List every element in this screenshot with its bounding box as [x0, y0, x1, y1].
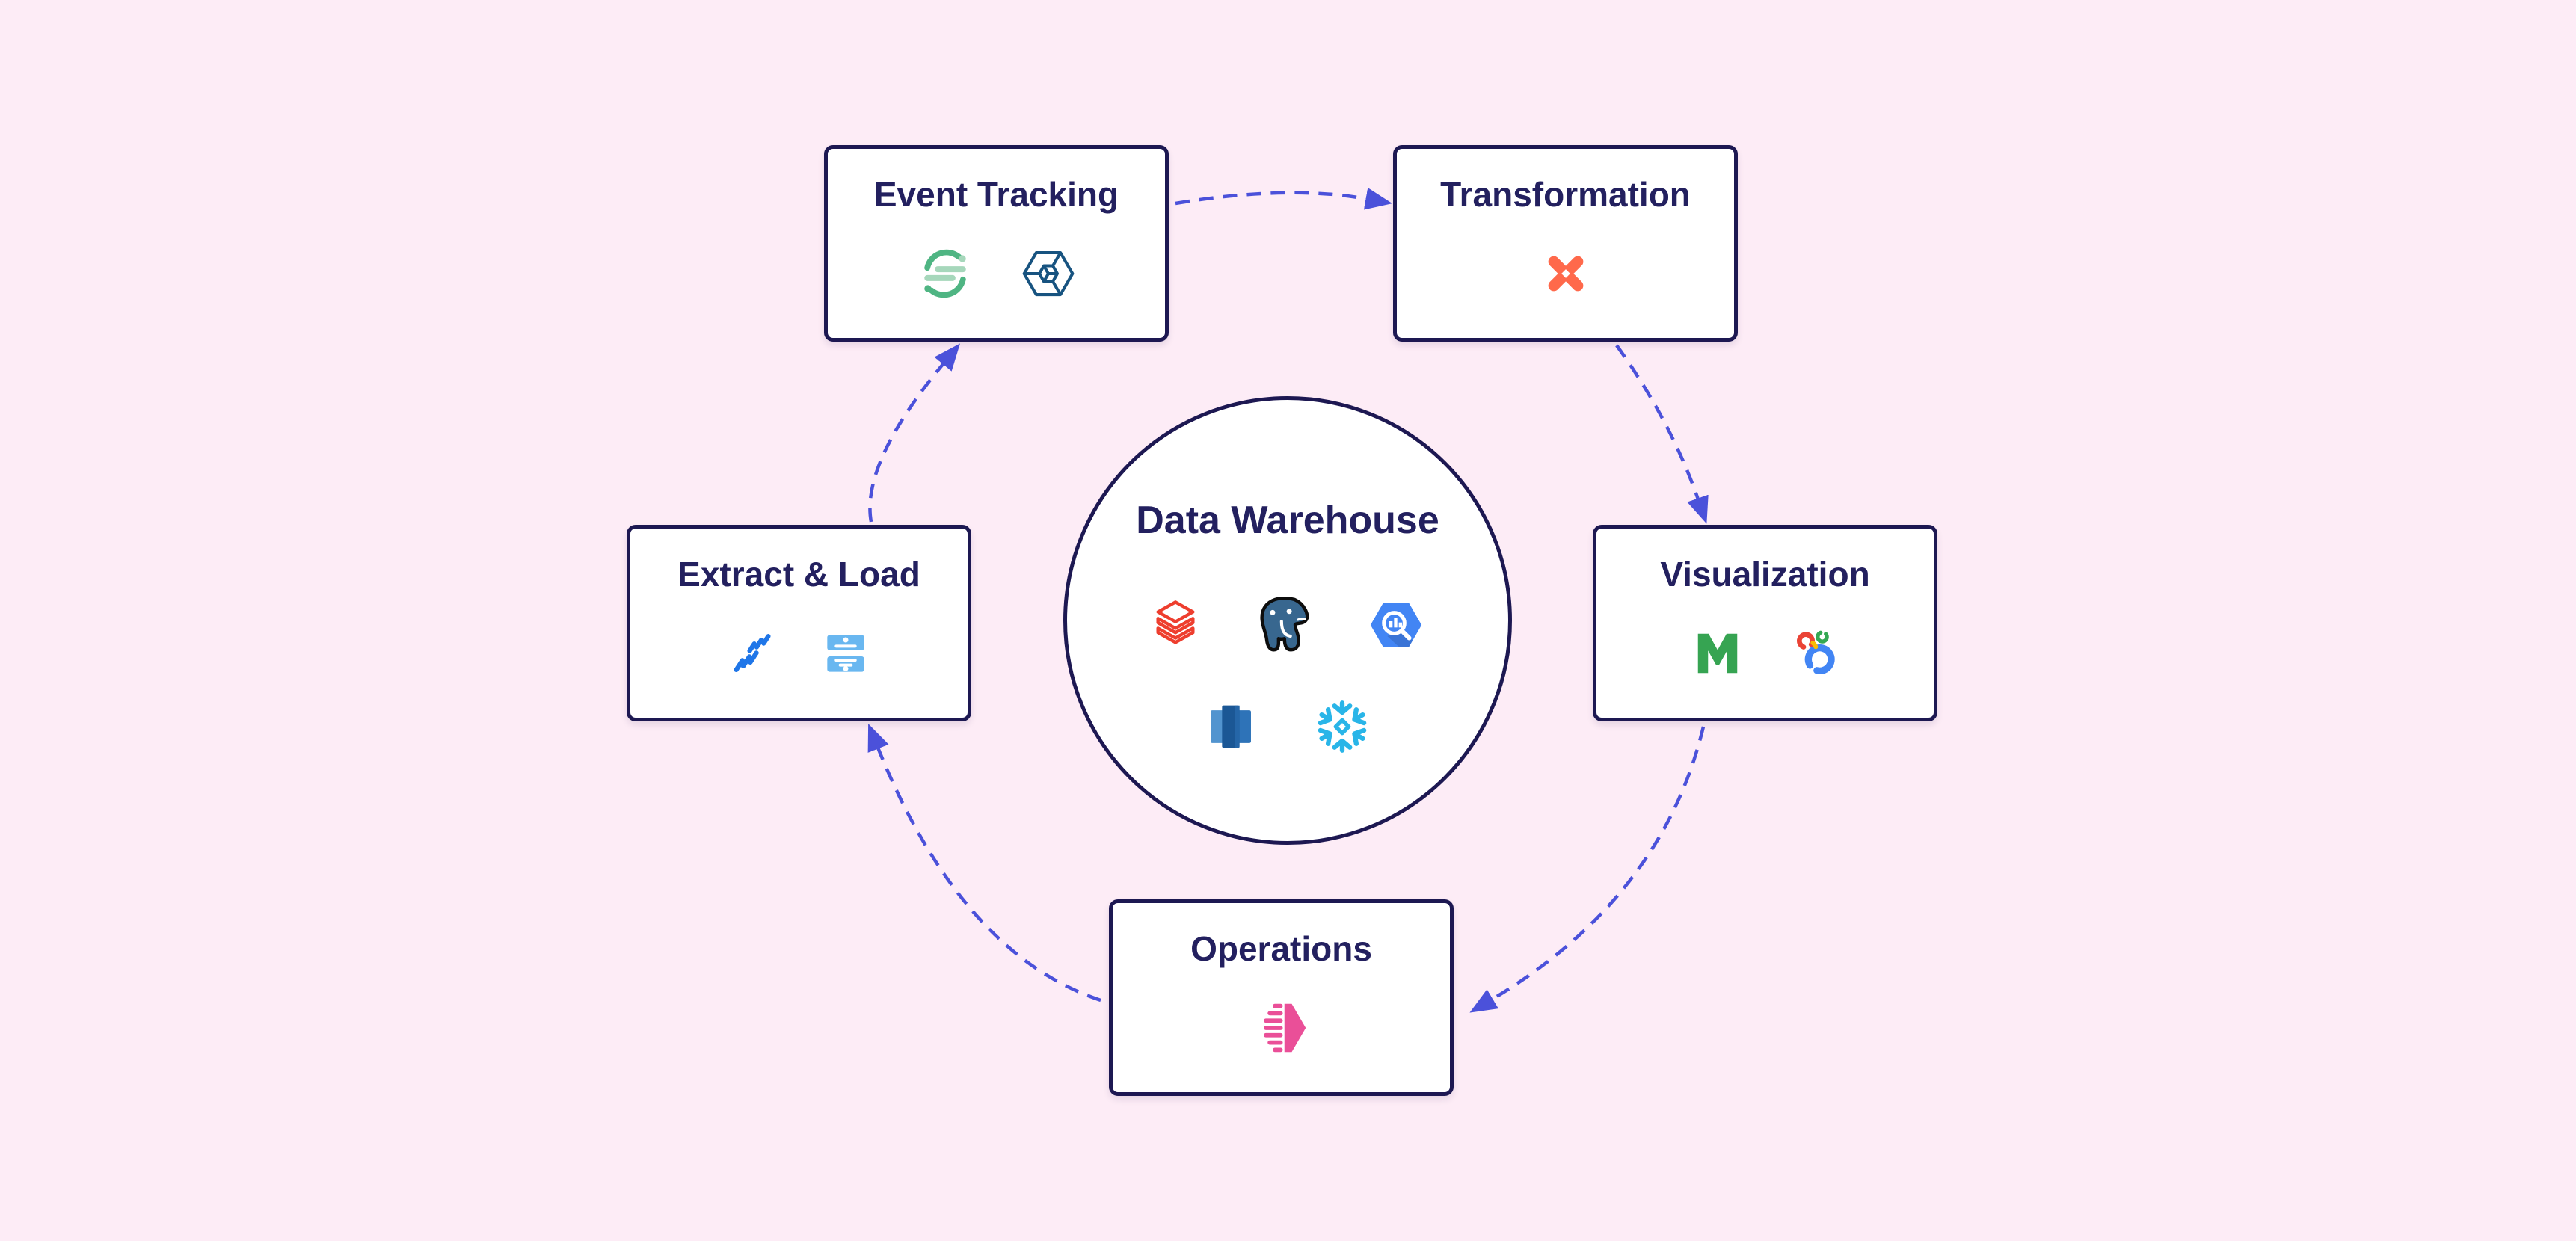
redshift-icon: [1211, 705, 1251, 748]
node-transformation: Transformation: [1393, 145, 1738, 342]
snowflake-icon: [1314, 698, 1371, 755]
mode-m-icon: [1697, 633, 1737, 674]
arrow-event-tracking-to-transformation: [1175, 187, 1392, 210]
bigquery-icon: [1370, 603, 1422, 647]
node-transformation-icons: [1542, 246, 1590, 301]
arrow-transformation-to-visualization: [1615, 344, 1709, 524]
hub-icons-row-1: [1067, 595, 1508, 655]
node-event-tracking-icons: [917, 246, 1076, 301]
node-visualization-icons: [1691, 626, 1840, 681]
node-operations-icons: [1255, 1000, 1309, 1056]
node-extract-load-icons: [729, 626, 870, 681]
node-transformation-title: Transformation: [1440, 175, 1691, 214]
node-visualization-title: Visualization: [1660, 555, 1870, 594]
dbt-icon: [1548, 256, 1583, 292]
node-extract-load: Extract & Load: [627, 525, 971, 721]
census-icon: [1263, 1003, 1306, 1053]
arrow-operations-to-extract-load: [867, 723, 1101, 1003]
looker-icon: [1796, 630, 1835, 674]
node-extract-load-title: Extract & Load: [677, 555, 920, 594]
node-operations: Operations: [1109, 899, 1454, 1096]
hub-data-warehouse: Data Warehouse: [1063, 396, 1512, 845]
stitch-icon: [826, 635, 864, 672]
arrow-visualization-to-operations: [1469, 726, 1706, 1013]
snowplow-icon: [1022, 250, 1074, 297]
segment-icon: [923, 249, 966, 298]
fivetran-icon: [734, 634, 771, 673]
node-event-tracking: Event Tracking: [824, 145, 1169, 342]
node-visualization: Visualization: [1593, 525, 1937, 721]
node-operations-title: Operations: [1190, 929, 1372, 968]
postgresql-icon: [1260, 597, 1309, 652]
node-event-tracking-title: Event Tracking: [873, 175, 1119, 214]
hub-icons-row-2: [1067, 697, 1508, 757]
arrow-extract-load-to-event-tracking: [868, 343, 961, 523]
hub-title: Data Warehouse: [1136, 499, 1439, 542]
databricks-icon: [1156, 600, 1195, 644]
